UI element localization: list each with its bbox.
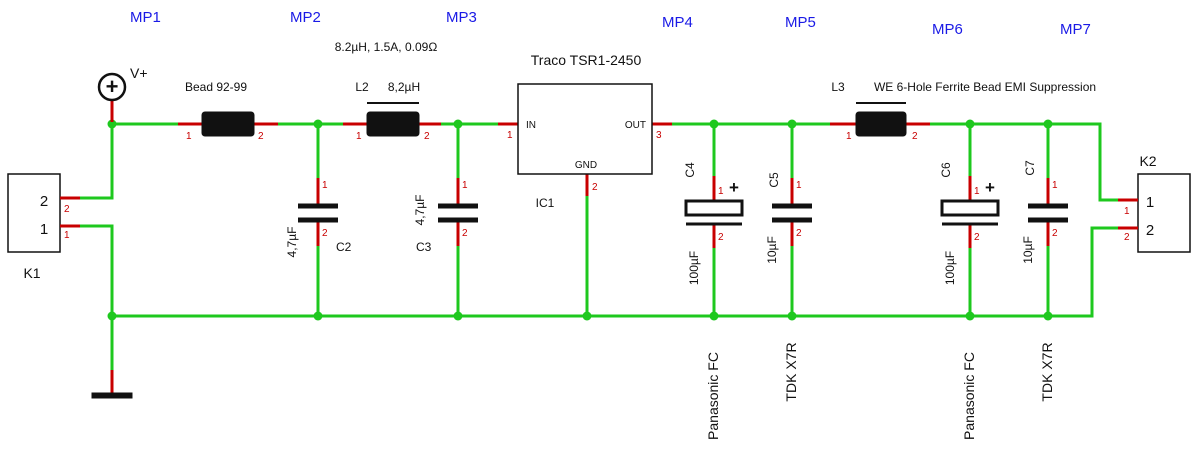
bead-body-icon xyxy=(201,111,255,137)
measure-point-mp5: MP5 xyxy=(785,14,816,31)
l2-value: 8,2µH xyxy=(388,80,420,94)
connector-k2: 1 2 1 2 K2 xyxy=(1118,153,1191,253)
c4-plus-icon: + xyxy=(729,178,739,197)
l2-pin1: 1 xyxy=(356,131,362,142)
k1-pin-label-bottom: 1 xyxy=(40,221,48,238)
ground-symbol xyxy=(91,370,133,399)
c5-maker: TDK X7R xyxy=(783,342,799,401)
junctions xyxy=(107,119,1053,321)
c7-value: 10µF xyxy=(1021,236,1035,264)
c7-pin2: 2 xyxy=(1052,228,1058,239)
c4-pin1: 1 xyxy=(718,186,724,197)
c4-name: C4 xyxy=(683,162,697,178)
connector-k1: 2 1 2 1 K1 xyxy=(7,173,80,281)
measure-point-mp4: MP4 xyxy=(662,14,693,31)
bead-pin1: 1 xyxy=(186,131,192,142)
ic1-title: Traco TSR1-2450 xyxy=(531,52,642,68)
k1-name: K1 xyxy=(23,265,40,281)
l3-description: WE 6-Hole Ferrite Bead EMI Suppression xyxy=(874,80,1096,94)
c4-value: 100µF xyxy=(687,251,701,285)
capacitor-c3: 1 2 4,7µF C3 xyxy=(413,178,478,254)
c5-name: C5 xyxy=(767,172,781,188)
l2-spec: 8.2µH, 1.5A, 0.09Ω xyxy=(335,40,438,54)
ic1-pin-out-number: 3 xyxy=(656,130,662,141)
ic1-pin-in-label: IN xyxy=(526,120,536,131)
inductor-l3: L3 WE 6-Hole Ferrite Bead EMI Suppressio… xyxy=(830,80,1096,142)
wires xyxy=(78,103,1120,372)
c6-pin2: 2 xyxy=(974,232,980,243)
c6-plus-icon: + xyxy=(985,178,995,197)
k1-pin-label-top: 2 xyxy=(40,193,48,210)
c2-value: 4,7µF xyxy=(285,227,299,258)
k2-pin-number-bottom: 2 xyxy=(1124,232,1130,243)
l3-pin2: 2 xyxy=(912,131,918,142)
c3-value: 4,7µF xyxy=(413,195,427,226)
supply-circle-icon xyxy=(97,72,127,102)
inductor-l2: 8.2µH, 1.5A, 0.09Ω L2 8,2µH 1 2 xyxy=(335,40,441,142)
c3-pin1: 1 xyxy=(462,180,468,191)
supply-v-plus: + V+ xyxy=(97,65,148,122)
c7-pin1: 1 xyxy=(1052,180,1058,191)
capacitor-c4: + 1 2 C4 100µF Panasonic FC xyxy=(683,162,744,440)
supply-label: V+ xyxy=(130,65,148,81)
measure-point-mp2: MP2 xyxy=(290,9,321,26)
c2-pin1: 1 xyxy=(322,180,328,191)
ic1-pin-gnd-label: GND xyxy=(575,160,597,171)
k2-pin-label-top: 1 xyxy=(1146,194,1154,211)
c2-pin2: 2 xyxy=(322,228,328,239)
l2-pin2: 2 xyxy=(424,131,430,142)
ic1-pin-gnd-number: 2 xyxy=(592,182,598,193)
measure-points: MP1 MP2 MP3 MP4 MP5 MP6 MP7 xyxy=(130,9,1091,38)
k2-pin-number-top: 1 xyxy=(1124,206,1130,217)
c3-pin2: 2 xyxy=(462,228,468,239)
ic1-body xyxy=(517,83,653,175)
k2-pin-label-bottom: 2 xyxy=(1146,222,1154,239)
measure-point-mp7: MP7 xyxy=(1060,21,1091,38)
measure-point-mp3: MP3 xyxy=(446,9,477,26)
c5-value: 10µF xyxy=(765,236,779,264)
ic1-traco: Traco TSR1-2450 IN OUT GND 1 3 2 IC1 xyxy=(498,52,672,210)
k1-pin-number-bottom: 1 xyxy=(64,230,70,241)
c3-name: C3 xyxy=(416,240,432,254)
ic1-pin-in-number: 1 xyxy=(507,130,513,141)
l2-name: L2 xyxy=(355,80,369,94)
ic1-pin-out-label: OUT xyxy=(625,120,646,131)
c4-maker: Panasonic FC xyxy=(705,352,721,440)
k1-pin-number-top: 2 xyxy=(64,204,70,215)
capacitor-c2: 1 2 4,7µF C2 xyxy=(285,178,352,257)
l2-body-icon xyxy=(366,111,420,137)
k2-name: K2 xyxy=(1139,153,1156,169)
c6-pin1: 1 xyxy=(974,186,980,197)
c2-name: C2 xyxy=(336,240,352,254)
l3-name: L3 xyxy=(831,80,845,94)
measure-point-mp6: MP6 xyxy=(932,21,963,38)
capacitor-c5: 1 2 C5 10µF TDK X7R xyxy=(765,172,812,402)
c6-value: 100µF xyxy=(943,251,957,285)
bead-label: Bead 92-99 xyxy=(185,80,247,94)
c5-pin2: 2 xyxy=(796,228,802,239)
supply-plus-symbol: + xyxy=(106,74,119,99)
c5-pin1: 1 xyxy=(796,180,802,191)
bead-pin2: 2 xyxy=(258,131,264,142)
ground-bar-icon xyxy=(91,392,133,399)
l3-pin1: 1 xyxy=(846,131,852,142)
bead-92-99: Bead 92-99 1 2 xyxy=(178,80,278,142)
c6-maker: Panasonic FC xyxy=(961,352,977,440)
c6-name: C6 xyxy=(939,162,953,178)
ic1-name: IC1 xyxy=(536,196,555,210)
capacitor-c6: + 1 2 C6 100µF Panasonic FC xyxy=(939,162,1000,440)
c7-name: C7 xyxy=(1023,160,1037,176)
c7-maker: TDK X7R xyxy=(1039,342,1055,401)
measure-point-mp1: MP1 xyxy=(130,9,161,26)
c4-pin2: 2 xyxy=(718,232,724,243)
capacitor-c7: 1 2 C7 10µF TDK X7R xyxy=(1021,160,1068,402)
l3-body-icon xyxy=(855,111,907,137)
